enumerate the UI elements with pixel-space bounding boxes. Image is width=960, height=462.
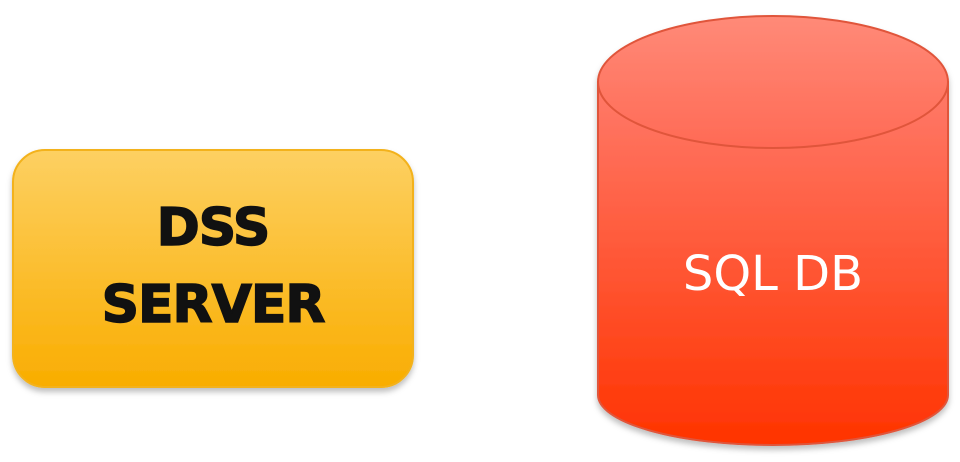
sql-db-cylinder-body: [597, 81, 949, 446]
sql-db-label: SQL DB: [683, 246, 863, 302]
sql-db-cylinder-top: [597, 15, 949, 149]
dss-server-box: [12, 149, 414, 388]
dss-server-label-line1: DSS: [157, 198, 270, 258]
dss-server-label-line2: SERVER: [102, 275, 325, 335]
dss-server-node: [12, 149, 414, 388]
sql-db-node: [597, 15, 949, 446]
